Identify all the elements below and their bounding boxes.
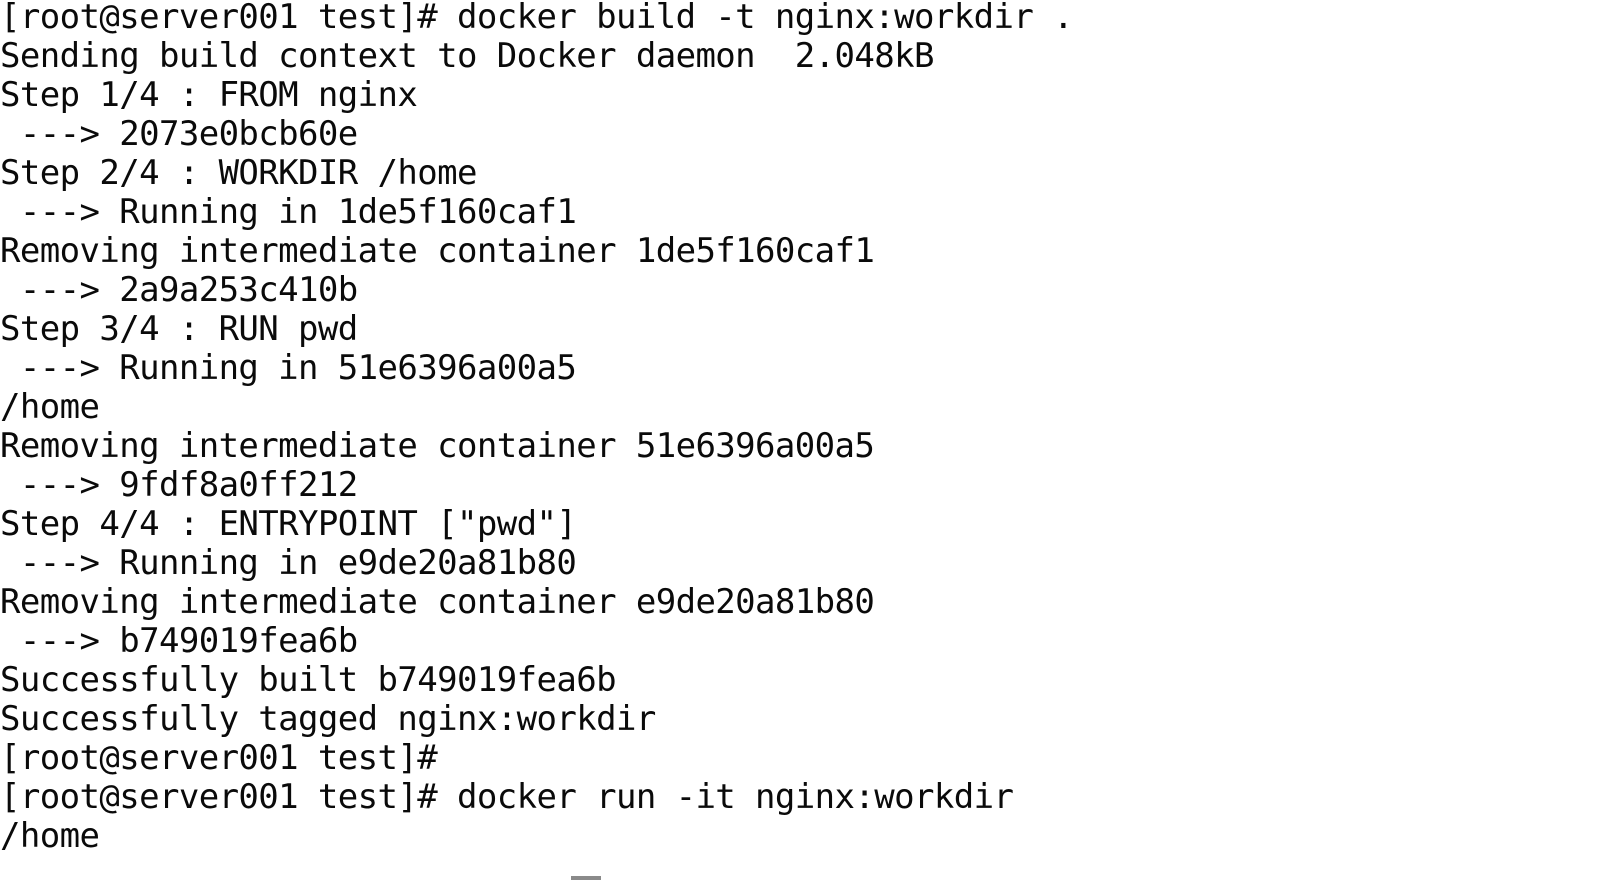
- terminal-line: [root@server001 test]# docker run -it ng…: [0, 777, 1014, 817]
- terminal-cursor: [571, 876, 601, 880]
- terminal-line: ---> 2a9a253c410b: [0, 270, 358, 310]
- terminal-line: Step 1/4 : FROM nginx: [0, 75, 418, 115]
- terminal-line: /home: [0, 816, 100, 856]
- terminal-line: Removing intermediate container 1de5f160…: [0, 231, 875, 271]
- terminal-line: Removing intermediate container e9de20a8…: [0, 582, 875, 622]
- terminal-line: Step 2/4 : WORKDIR /home: [0, 153, 477, 193]
- terminal-line: [root@server001 test]# docker build -t n…: [0, 0, 1074, 37]
- terminal-line: ---> 2073e0bcb60e: [0, 114, 358, 154]
- terminal-line: ---> b749019fea6b: [0, 621, 358, 661]
- terminal-line: Removing intermediate container 51e6396a…: [0, 426, 875, 466]
- terminal-line: /home: [0, 387, 100, 427]
- terminal-line: Sending build context to Docker daemon 2…: [0, 36, 934, 76]
- terminal-line: Step 4/4 : ENTRYPOINT ["pwd"]: [0, 504, 577, 544]
- terminal-line: ---> Running in 1de5f160caf1: [0, 192, 577, 232]
- terminal-line: ---> 9fdf8a0ff212: [0, 465, 358, 505]
- terminal-line: Successfully built b749019fea6b: [0, 660, 617, 700]
- terminal-line: Step 3/4 : RUN pwd: [0, 309, 358, 349]
- terminal-line: [root@server001 test]#: [0, 738, 438, 778]
- terminal-output: [root@server001 test]# docker build -t n…: [0, 0, 1074, 856]
- terminal-line: ---> Running in e9de20a81b80: [0, 543, 577, 583]
- terminal-line: ---> Running in 51e6396a00a5: [0, 348, 577, 388]
- terminal-line: Successfully tagged nginx:workdir: [0, 699, 656, 739]
